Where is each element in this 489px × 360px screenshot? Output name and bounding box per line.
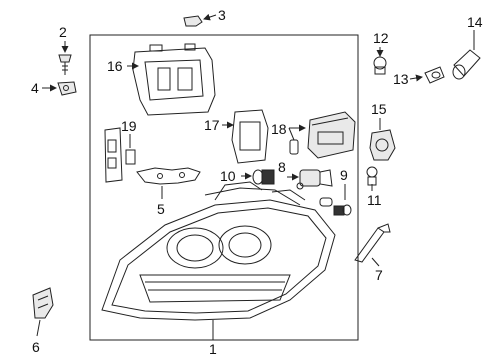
side-bracket (354, 223, 391, 263)
callout-3: 3 (218, 7, 226, 23)
bulb-high-beam (252, 169, 275, 185)
callout-17: 17 (204, 117, 220, 133)
callout-4: 4 (31, 80, 39, 96)
callout-6: 6 (32, 339, 40, 355)
clip-4 (57, 81, 77, 96)
bulb-cover-bracket (231, 109, 269, 164)
callout-5: 5 (157, 201, 165, 217)
screw-2 (58, 54, 72, 75)
callout-11: 11 (367, 192, 382, 208)
ballast-unit (289, 111, 356, 159)
control-module (104, 127, 136, 183)
headlamp-assembly (101, 181, 336, 340)
callout-9: 9 (340, 167, 348, 183)
upper-mounting-bracket (132, 43, 216, 116)
callout-7: 7 (375, 267, 383, 283)
bulb-wedge-13 (424, 66, 445, 84)
bulb-side-marker (319, 197, 352, 216)
callout-15: 15 (371, 101, 387, 117)
callout-8: 8 (278, 159, 286, 175)
bulb-low-beam (296, 169, 333, 190)
bulb-small-12 (373, 56, 387, 75)
assembly-frame (89, 34, 359, 341)
grommet-3 (183, 15, 203, 27)
mounting-plate (136, 167, 201, 185)
callout-10: 10 (220, 168, 236, 184)
callout-12: 12 (373, 30, 389, 46)
callout-1: 1 (209, 341, 217, 357)
callout-2: 2 (59, 24, 67, 40)
lower-bracket-6 (32, 287, 54, 319)
callout-16: 16 (107, 58, 123, 74)
socket-cap-14 (452, 30, 481, 80)
callout-13: 13 (393, 71, 409, 87)
bulb-turn-signal (366, 166, 378, 186)
callout-14: 14 (467, 14, 483, 30)
callout-19: 19 (121, 118, 137, 134)
callout-18: 18 (271, 121, 287, 137)
bulb-socket (369, 129, 396, 161)
